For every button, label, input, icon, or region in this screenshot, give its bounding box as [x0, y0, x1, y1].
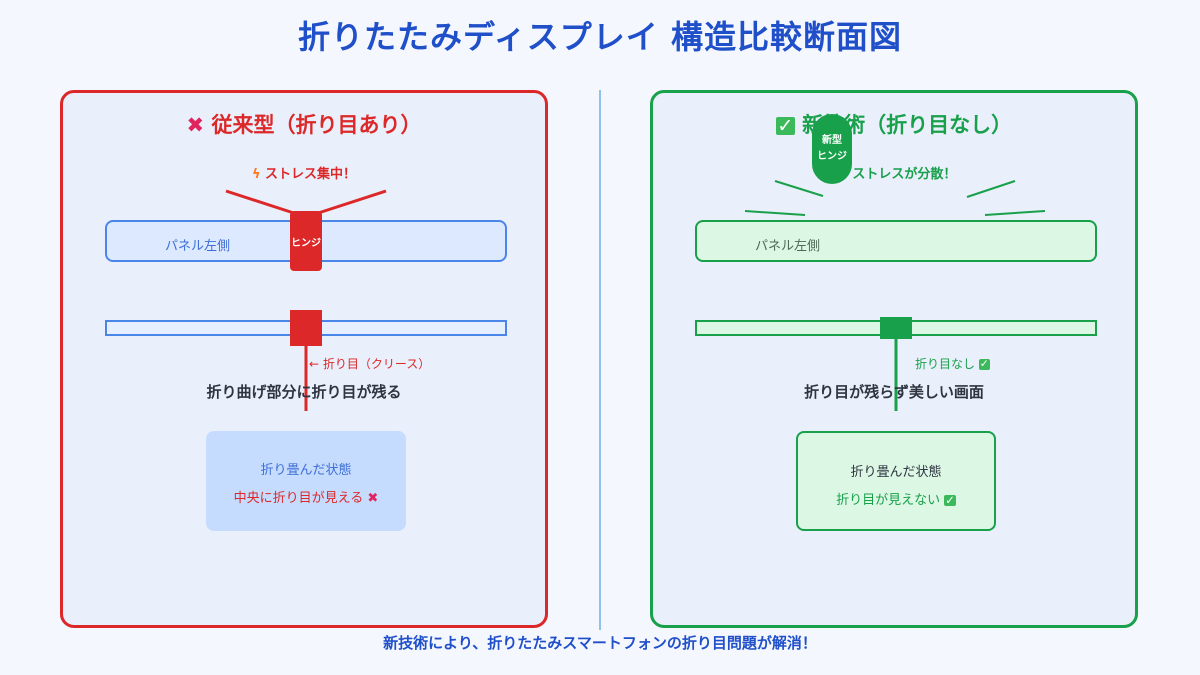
lightning-icon: ϟ — [251, 167, 261, 182]
panel-left-label: パネル左側 — [165, 239, 231, 254]
folded-state-label: 折り畳んだ状態 — [260, 463, 352, 478]
stress-concentration-text: ストレス集中！ — [265, 167, 357, 182]
folded-state-box: 折り畳んだ状態 折り目が見えない ✓ — [796, 431, 996, 531]
footer-summary: 新技術により、折りたたみスマートフォンの折り目問題が解消！ — [383, 634, 817, 652]
check-icon: ✓ — [775, 114, 795, 137]
new-hinge: 新型 ヒンジ — [812, 114, 852, 184]
no-crease-label: 折り目なし ✓ — [915, 355, 990, 372]
center-divider — [599, 90, 601, 630]
cross-icon: ✖ — [367, 491, 379, 506]
conventional-heading-text: 従来型（折り目あり） — [211, 113, 422, 137]
folded-note-text: 中央に折り目が見える — [233, 491, 364, 506]
conventional-heading: ✖ 従来型（折り目あり） — [63, 109, 545, 139]
new-technology-caption: 折り目が残らず美しい画面 — [804, 383, 984, 401]
diagram-title: 折りたたみディスプレイ 構造比較断面図 — [298, 18, 902, 56]
folded-note-text: 折り目が見えない — [836, 493, 941, 508]
stress-lines — [225, 189, 387, 411]
panel-left-label: パネル左側 — [755, 239, 821, 254]
crease-marker — [290, 310, 322, 346]
unfolded-panel-cross-section: パネル左側 — [695, 220, 1097, 262]
conventional-panel: ✖ 従来型（折り目あり） ϟ ストレス集中！ パネル左側 ヒンジ ← 折り目（ク… — [60, 90, 548, 628]
folded-state-label: 折り畳んだ状態 — [850, 465, 942, 480]
stress-concentration-label: ϟ ストレス集中！ — [63, 163, 545, 182]
new-technology-panel: ✓ 新技術（折り目なし） ✨ ストレスが分散！ パネル左側 折り目なし ✓ 折り… — [650, 90, 1138, 628]
folded-note: 中央に折り目が見える ✖ — [206, 487, 406, 506]
new-hinge-line1: 新型 — [822, 135, 842, 146]
new-hinge-line2: ヒンジ — [817, 151, 847, 162]
no-crease-text: 折り目なし — [915, 357, 976, 371]
folded-state-box: 折り畳んだ状態 中央に折り目が見える ✖ — [206, 431, 406, 531]
crease-label: ← 折り目（クリース） — [309, 357, 431, 371]
check-icon: ✓ — [944, 492, 956, 507]
cross-icon: ✖ — [186, 113, 205, 137]
conventional-hinge: ヒンジ — [290, 211, 322, 271]
seamless-fold-marker — [880, 317, 912, 339]
stress-distributed-text: ストレスが分散！ — [852, 167, 957, 182]
distributed-stress-lines — [744, 180, 1046, 411]
folded-note: 折り目が見えない ✓ — [798, 489, 994, 508]
conventional-caption: 折り曲げ部分に折り目が残る — [206, 383, 402, 401]
check-icon: ✓ — [978, 357, 990, 371]
